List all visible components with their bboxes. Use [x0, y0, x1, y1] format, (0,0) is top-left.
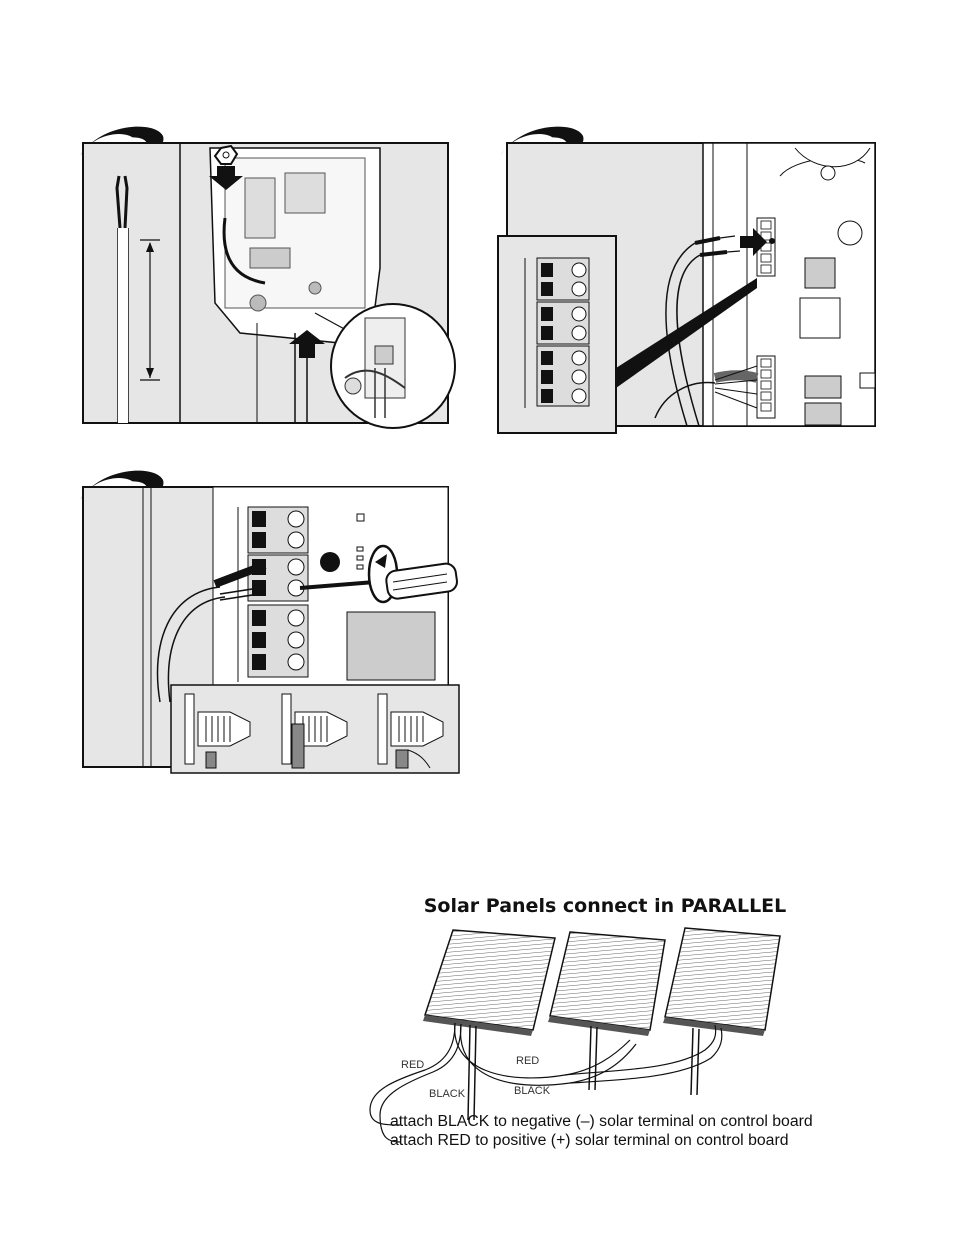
wire-label-red-left: RED — [401, 1059, 424, 1071]
solar-diagram-title: Solar Panels connect in PARALLEL — [360, 895, 850, 917]
instruction-black: attach BLACK to negative (–) solar termi… — [390, 1113, 813, 1131]
step-1-illustration — [75, 118, 465, 433]
wire-label-black-left: BLACK — [429, 1088, 465, 1100]
step-2-illustration — [495, 118, 885, 438]
instruction-red: attach RED to positive (+) solar termina… — [390, 1132, 789, 1150]
wire-label-red-mid: RED — [516, 1055, 539, 1067]
wire-insertion-detail — [170, 684, 460, 774]
step-2-panel — [495, 118, 885, 438]
wire-label-black-mid: BLACK — [514, 1085, 550, 1097]
solar-panel-2 — [548, 932, 665, 1090]
step-1-panel — [75, 118, 465, 433]
step-3-panel — [75, 462, 465, 777]
